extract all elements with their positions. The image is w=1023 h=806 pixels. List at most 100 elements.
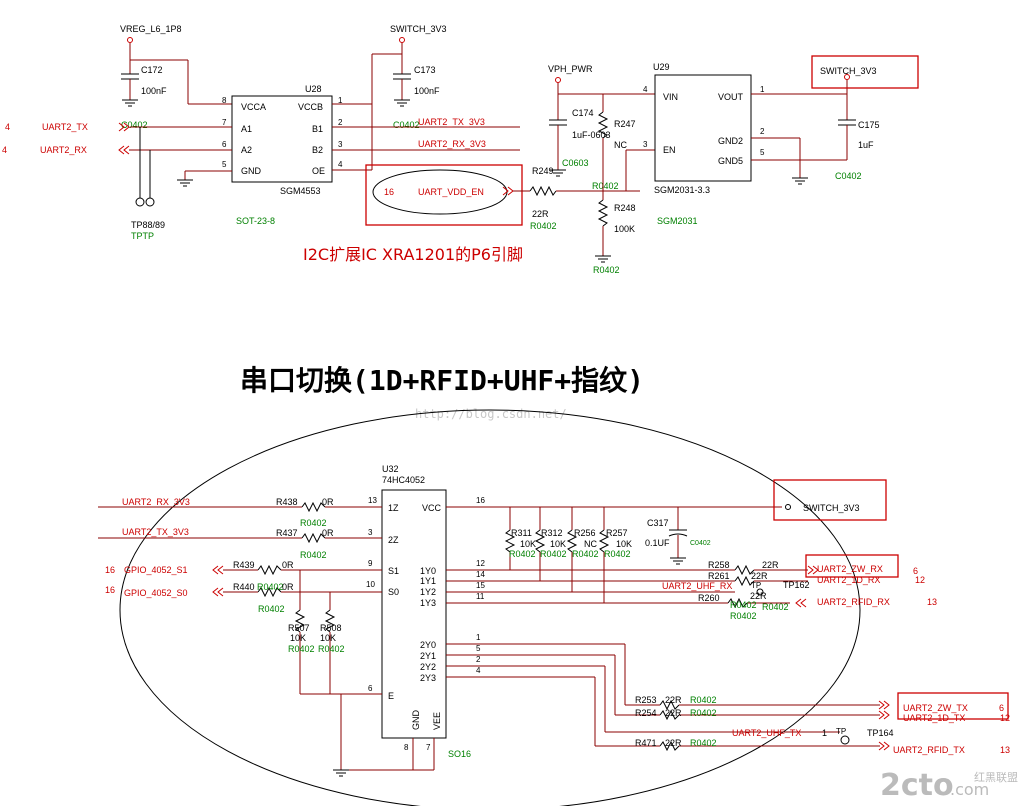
svg-text:2Y1: 2Y1: [420, 651, 436, 661]
r253-pkg: R0402: [690, 695, 717, 705]
r247-val: NC: [614, 140, 627, 150]
c173-val: 100nF: [414, 86, 440, 96]
r471-ref: R471: [635, 738, 657, 748]
r261-ref: R261: [708, 571, 730, 581]
pullup-resistor-array: R311 10K R0402 R312 10K R0402 R256 NC R0…: [504, 507, 632, 603]
svg-text:VCCA: VCCA: [241, 102, 266, 112]
uart-vdd-en-highlight-box: [365, 164, 523, 226]
signal-arrow-icon: [212, 565, 224, 575]
u28-chip: [231, 95, 333, 183]
svg-text:4: 4: [476, 666, 481, 675]
tp162-mark: TP: [751, 581, 761, 590]
signal-arrow-icon: [878, 741, 890, 751]
svg-text:R0402: R0402: [509, 549, 536, 559]
net-uart2-zw-tx: UART2_ZW_TX: [903, 703, 968, 713]
c173-pkg: C0402: [393, 120, 420, 130]
svg-text:2Y0: 2Y0: [420, 640, 436, 650]
svg-text:10K: 10K: [550, 539, 566, 549]
site-logo: 2cto .com 红黑联盟: [880, 768, 1018, 803]
c172-ref: C172: [141, 65, 163, 75]
c175-pkg: C0402: [835, 171, 862, 181]
uhf-tx-ref: 1: [822, 728, 827, 738]
svg-text:EN: EN: [663, 145, 676, 155]
r507-resistor: [294, 609, 306, 633]
rx-pkg-2: R0402: [762, 602, 789, 612]
tp164-ref: TP164: [867, 728, 894, 738]
svg-text:11: 11: [476, 592, 485, 601]
r507-pkg: R0402: [288, 644, 315, 654]
svg-text:3: 3: [368, 528, 373, 537]
r256-resistor: [566, 529, 578, 553]
net-uart2-tx: UART2_TX: [42, 122, 88, 132]
tp162-ref: TP162: [783, 580, 810, 590]
net-uart2-1d-tx: UART2_1D_TX: [903, 713, 965, 723]
u32-left-pins: 13 1Z 3 2Z 9 S1 10 S0 6 E: [366, 496, 399, 701]
r508-pkg: R0402: [318, 644, 345, 654]
i2c-annotation: I2C扩展IC XRA1201的P6引脚: [303, 245, 523, 264]
u32-vee-label: VEE: [432, 712, 442, 730]
r440-over: R0402: [257, 582, 284, 592]
r260-val: 22R: [750, 591, 767, 601]
svg-text:8: 8: [222, 96, 227, 105]
u29-ref: U29: [653, 62, 670, 72]
net-uart2-tx-3v3-left: UART2_TX_3V3: [122, 527, 189, 537]
r258-ref: R258: [708, 560, 730, 570]
zw-rx-ref: 6: [913, 566, 918, 576]
svg-text:14: 14: [476, 570, 485, 579]
uart2-zw-tx-box: [897, 692, 1009, 720]
c174-ref: C174: [572, 108, 594, 118]
vph-port-icon: [555, 77, 561, 83]
svg-text:VOUT: VOUT: [718, 92, 744, 102]
rfid-rx-ref: 13: [927, 597, 937, 607]
svg-text:GND5: GND5: [718, 156, 743, 166]
svg-text:15: 15: [476, 581, 485, 590]
r248-ref: R248: [614, 203, 636, 213]
net-uart2-rfid-rx: UART2_RFID_RX: [817, 597, 890, 607]
r508-ref: R508: [320, 623, 342, 633]
net-vph-pwr: VPH_PWR: [548, 64, 593, 74]
r253-ref: R253: [635, 695, 657, 705]
svg-text:E: E: [388, 691, 394, 701]
logo-mark: 2cto: [880, 768, 954, 803]
uart2-tx-ref: 4: [5, 122, 10, 132]
r257-resistor: [598, 529, 610, 553]
r249-resistor: [529, 185, 557, 197]
u28-left-pins: 8 VCCA 7 A1 6 A2 5 GND: [222, 96, 266, 176]
u28-right-pins: 1 VCCB 2 B1 3 B2 4 OE: [298, 96, 343, 176]
ground-icon: [791, 177, 809, 185]
r254-pkg: R0402: [690, 708, 717, 718]
r249-pkg: R0402: [530, 221, 557, 231]
svg-text:2: 2: [338, 118, 343, 127]
signal-arrow-icon: [878, 700, 890, 710]
svg-text:10K: 10K: [616, 539, 632, 549]
logo-cn: 红黑联盟: [974, 771, 1018, 784]
svg-text:1Y0: 1Y0: [420, 566, 436, 576]
r439-resistor: [257, 564, 282, 576]
svg-text:16: 16: [476, 496, 485, 505]
c172-val: 100nF: [141, 86, 167, 96]
u28-pkg: SOT-23-8: [236, 216, 275, 226]
svg-text:2Z: 2Z: [388, 535, 399, 545]
net-uart2-rfid-tx: UART2_RFID_TX: [893, 745, 965, 755]
r248-val: 100K: [614, 224, 635, 234]
u32-gnd-pin: 8: [404, 743, 409, 752]
section-title: 串口切换(1D+RFID+UHF+指纹): [240, 364, 644, 397]
c317-val: 0.1UF: [645, 538, 670, 548]
svg-text:3: 3: [338, 140, 343, 149]
ground-icon: [594, 255, 612, 263]
net-switch-3v3-bottom: SWITCH_3V3: [803, 503, 860, 513]
svg-text:B1: B1: [312, 124, 323, 134]
svg-text:GND2: GND2: [718, 136, 743, 146]
r437-ref: R437: [276, 528, 298, 538]
r261-val: 22R: [751, 571, 768, 581]
u32-ref: U32: [382, 464, 399, 474]
gpio-s0-ref: 16: [105, 585, 115, 595]
uart-vdd-en-ref: 16: [384, 187, 394, 197]
u29-part: SGM2031-3.3: [654, 185, 710, 195]
net-uart2-uhf-rx: UART2_UHF_RX: [662, 581, 732, 591]
r249-ref: R249: [532, 166, 554, 176]
net-uart2-rx-3v3: UART2_RX_3V3: [418, 139, 486, 149]
r439-val: 0R: [282, 560, 294, 570]
svg-text:3: 3: [643, 140, 648, 149]
svg-text:B2: B2: [312, 145, 323, 155]
